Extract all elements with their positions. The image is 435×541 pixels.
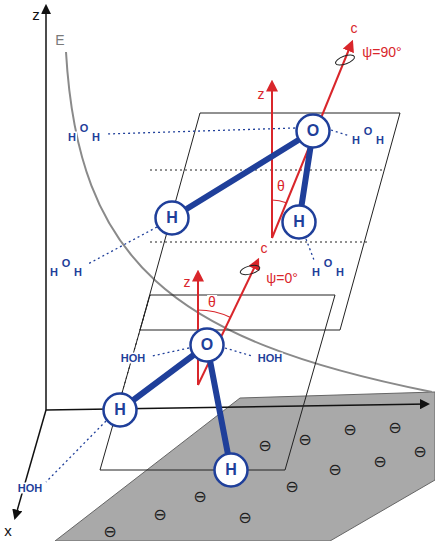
water-molecule-label: H [91,132,101,143]
orientation-label: ψ=0° [265,271,299,285]
water-molecule-label: H [335,267,345,278]
z-vector [197,272,199,385]
surface-charge: ⊖ [412,444,427,460]
atom-symbol: H [114,402,126,418]
hydrogen-bond [306,239,314,260]
covalent-bond [302,149,311,204]
water-molecule-label: H [73,267,83,278]
hydrogen-bond [46,421,106,482]
atom-symbol: H [225,462,237,478]
z-axis [45,6,47,410]
field-curve [66,52,432,392]
molecular-plane [100,295,335,470]
orientation-label: ψ=90° [361,45,402,59]
theta-arc [272,200,286,203]
water-molecule-label: H [351,135,361,146]
surface-charge: ⊖ [192,489,207,505]
axis-label: x [3,523,13,538]
water-molecule-label: O [323,258,334,269]
water-molecule-label: O [363,126,374,137]
water-molecule-label: HOH [120,353,146,364]
hydrogen-bond [88,227,157,264]
surface-charge: ⊖ [372,454,387,470]
atom-symbol: H [293,214,305,230]
atom-circle: H [154,200,190,236]
guide-line [150,170,385,171]
surface-charge: ⊖ [284,479,299,495]
surface-charge: ⊖ [152,507,167,523]
molecular-plane [140,113,400,330]
atom-circle: H [102,392,138,428]
surface-charge: ⊖ [102,524,117,540]
atom-circle: H [213,452,249,488]
covalent-bond [210,363,227,453]
atom-circle: O [189,327,225,363]
rotation-symbol [239,264,260,277]
surface-charge: ⊖ [327,462,342,478]
c-vector [198,260,258,385]
water-molecule-label: HOH [17,483,43,494]
surface-charge: ⊖ [237,510,252,526]
water-molecule-label: O [61,258,72,269]
theta-arc [198,310,230,317]
atom-circle: H [281,204,317,240]
hydrogen-bond [106,128,295,134]
orientation-label: θ [276,179,286,193]
water-molecule-label: HOH [257,353,283,364]
axis-label: z [31,7,41,22]
x-axis [15,410,46,518]
orientation-label: z [257,87,266,101]
atom-circle: O [295,113,331,149]
water-molecule-label: H [375,135,385,146]
orientation-label: c [350,21,359,35]
charged-surface [55,392,435,541]
water-molecule-label: H [49,267,59,278]
hydrogen-bond [152,348,189,356]
atom-symbol: H [166,210,178,226]
orientation-label: z [183,275,192,289]
hydrogen-bond [225,348,252,356]
surface-charge: ⊖ [387,420,402,436]
c-vector [272,42,352,238]
water-molecule-label: O [79,123,90,134]
covalent-bond [187,140,297,208]
guide-line [120,295,150,400]
water-molecule-label: H [311,267,321,278]
atom-symbol: O [201,337,213,353]
atom-symbol: O [307,123,319,139]
field-label: E [54,33,65,47]
water-molecule-label: H [67,132,77,143]
orientation-label: θ [207,295,217,309]
rotation-symbol [334,53,356,67]
orientation-label: c [260,241,269,255]
hydrogen-bond [331,130,350,136]
surface-charge: ⊖ [257,438,272,454]
surface-charge: ⊖ [342,422,357,438]
surface-charge: ⊖ [297,432,312,448]
